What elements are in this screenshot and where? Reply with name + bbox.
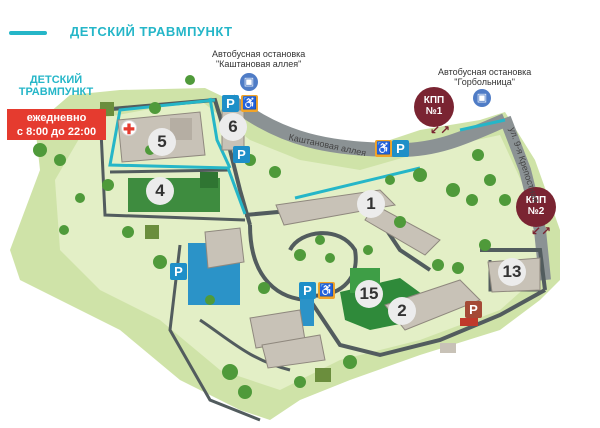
road: [308, 288, 546, 358]
parking-icon: P: [465, 301, 482, 318]
trauma-hours-line2: с 8:00 до 22:00: [16, 126, 97, 138]
parking-icon: P: [233, 146, 250, 163]
bus-stop-line2: "Горбольница": [454, 77, 515, 87]
building-4-roof: [200, 172, 218, 188]
building-small: [440, 343, 456, 353]
building-number-6: 6: [219, 113, 247, 141]
bus-stop-label-gorbolnitsa: Автобусная остановка "Горбольница": [438, 67, 531, 87]
medical-cross-icon: ✚: [121, 120, 137, 137]
building-number-15: 15: [355, 280, 383, 308]
building-number-13: 13: [498, 258, 526, 286]
accessible-icon: ♿: [241, 95, 258, 112]
entry-exit-arrows-icon: ↙↗: [430, 123, 451, 137]
parking-icon: P: [170, 263, 187, 280]
checkpoint-label: КПП: [423, 95, 445, 106]
parking-icon: P: [299, 282, 316, 299]
building-small: [460, 318, 478, 326]
bus-icon: ▣: [473, 89, 491, 107]
route-trauma: [208, 97, 232, 169]
trauma-hours-badge: ежедневно с 8:00 до 22:00: [7, 109, 106, 140]
legend-route-line: [9, 31, 47, 35]
parking-icon: P: [222, 95, 239, 112]
trauma-title-line2: ТРАВМПУНКТ: [18, 86, 94, 98]
parking-icon: P: [392, 140, 409, 157]
road: [109, 168, 231, 174]
legend-label: ДЕТСКИЙ ТРАВМПУНКТ: [70, 24, 233, 39]
building-left: [204, 227, 245, 269]
bus-icon: ▣: [240, 73, 258, 91]
building-small: [315, 368, 331, 382]
trauma-title-line1: ДЕТСКИЙ: [29, 74, 83, 86]
accessible-icon: ♿: [375, 140, 392, 157]
building-number-5: 5: [148, 128, 176, 156]
building-small: [145, 225, 159, 239]
checkpoint-number: №1: [425, 106, 443, 117]
bus-stop-line2: "Каштановая аллея": [215, 59, 302, 69]
parking-lot: [300, 298, 314, 326]
building-number-2: 2: [388, 297, 416, 325]
bus-stop-line1: Автобусная остановка: [212, 49, 306, 59]
accessible-icon: ♿: [318, 282, 335, 299]
bus-stop-line1: Автобусная остановка: [438, 67, 532, 77]
bus-stop-label-kashtanovaya: Автобусная остановка "Каштановая аллея": [212, 49, 305, 69]
building-5-wing: [170, 118, 192, 140]
route-alley: [294, 166, 421, 200]
entry-exit-arrows-icon: ↙↗: [531, 224, 552, 238]
checkpoint-label: КПП: [525, 195, 547, 206]
building-number-4: 4: [146, 177, 174, 205]
road: [480, 248, 547, 291]
road: [168, 244, 261, 422]
road: [98, 109, 246, 222]
trauma-hours-line1: ежедневно: [26, 112, 87, 124]
building-number-1: 1: [357, 190, 385, 218]
checkpoint-number: №2: [527, 206, 545, 217]
trauma-title: ДЕТСКИЙ ТРАВМПУНКТ: [10, 74, 102, 98]
route-alley-right: [459, 118, 506, 132]
checkpoint-1: КПП №1: [414, 87, 454, 127]
checkpoint-2: КПП №2: [516, 187, 556, 227]
building-lower-2: [261, 334, 326, 369]
